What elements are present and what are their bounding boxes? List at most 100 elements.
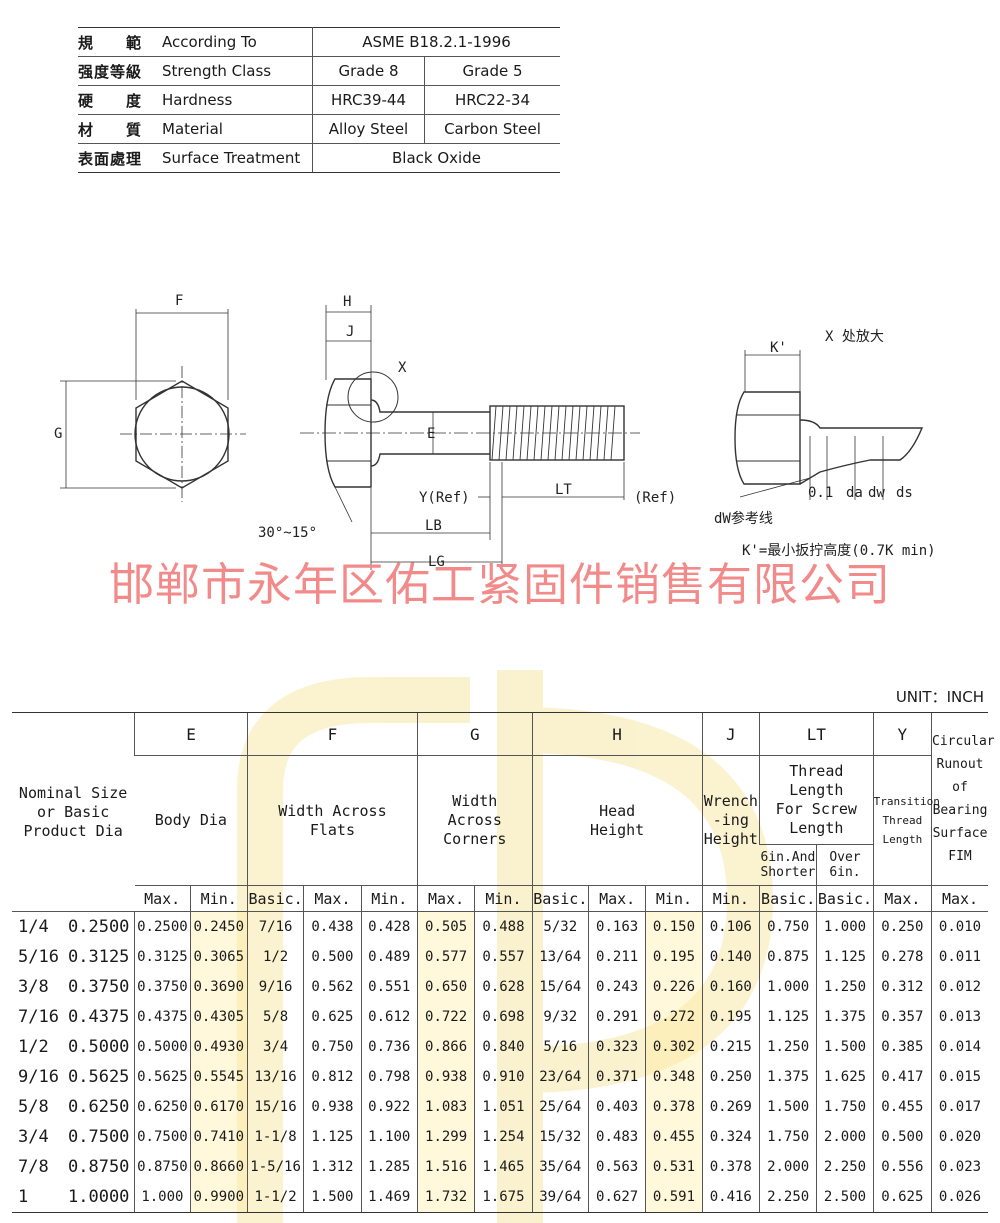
header-line: Length (882, 833, 923, 846)
spec-label-en: Surface Treatment (156, 143, 313, 173)
table-cell: 13/16 (246, 1062, 304, 1092)
header-line: Bearing (932, 803, 988, 818)
label-dw-reference: dW参考线 (714, 510, 773, 527)
header-line: Transition (873, 795, 940, 808)
spec-label-cn: 規 範 (78, 27, 156, 57)
header-line: Height (703, 830, 758, 848)
table-cell: 0.378 (645, 1092, 703, 1122)
nominal-decimal: 0.3125 (68, 947, 130, 967)
table-cell: 0.403 (587, 1092, 646, 1122)
label-h: H (343, 294, 351, 310)
spec-value: HRC39-44 (312, 85, 425, 115)
nominal-fraction: 7/16 (18, 1007, 59, 1027)
table-cell: 0.5625 (134, 1062, 191, 1092)
table-cell: 0.750 (758, 911, 817, 942)
header-line: Across (447, 811, 502, 829)
label-lt: LT (555, 482, 572, 498)
table-cell: 0.243 (587, 972, 646, 1002)
table-cell: 7/16 (246, 911, 304, 942)
table-cell: 1-5/16 (246, 1152, 304, 1182)
table-cell: 0.563 (587, 1152, 646, 1182)
table-cell: 0.417 (872, 1062, 932, 1092)
table-cell: 0.017 (931, 1092, 988, 1122)
unit-label: UNIT：INCH (895, 688, 984, 706)
nominal-fraction: 9/16 (18, 1067, 59, 1087)
dimension-table-head: Nominal Size or Basic Product Dia E F G … (12, 712, 995, 912)
table-cell: 0.023 (931, 1152, 988, 1182)
sub-header-cell: Basic. (758, 885, 817, 912)
table-cell: 1.625 (816, 1062, 874, 1092)
table-cell: 1.465 (474, 1152, 533, 1182)
table-cell: 3/4 (246, 1032, 304, 1062)
spec-label-cn: 硬 度 (78, 85, 156, 115)
table-cell: 0.291 (587, 1002, 646, 1032)
nominal-decimal: 0.6250 (68, 1097, 130, 1117)
header-line: Length (789, 781, 844, 799)
col-group-j-letter: J (701, 712, 760, 756)
header-line: Width (452, 792, 498, 810)
sub-header-cell: Min. (701, 885, 760, 912)
spec-value: Grade 5 (424, 56, 560, 86)
table-cell: 1.254 (474, 1122, 533, 1152)
table-cell: 0.5000 (134, 1032, 191, 1062)
table-cell: 2.500 (816, 1182, 874, 1213)
table-cell: 0.7410 (189, 1122, 248, 1152)
table-cell: 0.812 (303, 1062, 362, 1092)
table-cell: 0.489 (360, 942, 418, 972)
table-cell: 0.551 (360, 972, 418, 1002)
table-cell: 1-1/8 (246, 1122, 304, 1152)
table-cell: 0.531 (645, 1152, 703, 1182)
table-cell: 0.798 (360, 1062, 418, 1092)
table-cell: 0.612 (360, 1002, 418, 1032)
header-line: Circular (932, 734, 995, 749)
header-line: Thread (789, 762, 844, 780)
table-cell: 1.125 (303, 1122, 362, 1152)
label-j: J (346, 324, 354, 340)
table-cell: 0.698 (474, 1002, 533, 1032)
label-lb: LB (425, 518, 442, 534)
header-line: Runout (936, 757, 984, 772)
label-angle: 30°~15° (258, 525, 317, 541)
nominal-fraction: 5/16 (18, 947, 59, 967)
label-x: X (398, 360, 407, 376)
detail-title: X 处放大 (825, 329, 884, 345)
table-cell: 0.577 (416, 942, 475, 972)
nominal-decimal: 0.5000 (68, 1037, 130, 1057)
header-line: Width Across (278, 801, 387, 820)
sub-header-cell: Basic. (816, 885, 874, 912)
detail-x-circle (347, 371, 399, 423)
table-cell: 0.922 (360, 1092, 418, 1122)
table-cell: 1.250 (758, 1032, 817, 1062)
table-cell: 0.628 (474, 972, 533, 1002)
sub-header-cell: Basic. (246, 885, 304, 912)
header-line: Head (599, 801, 636, 820)
label-e: E (427, 426, 435, 442)
table-cell: 0.357 (872, 1002, 932, 1032)
header-line: 6in.And (760, 850, 816, 865)
table-cell: 0.557 (474, 942, 533, 972)
header-line: Over (829, 850, 861, 865)
table-cell: 1.125 (758, 1002, 817, 1032)
table-cell: 2.000 (758, 1152, 817, 1182)
nominal-fraction: 3/4 (18, 1127, 49, 1147)
table-cell: 0.195 (645, 942, 703, 972)
spec-value: Grade 8 (312, 56, 425, 86)
table-cell: 0.385 (872, 1032, 932, 1062)
nominal-decimal: 0.4375 (68, 1007, 130, 1027)
table-cell: 2.000 (816, 1122, 874, 1152)
table-cell: 0.562 (303, 972, 362, 1002)
table-cell: 1.083 (416, 1092, 475, 1122)
table-cell: 35/64 (531, 1152, 589, 1182)
table-cell: 0.500 (872, 1122, 932, 1152)
col-group-f-letter: F (246, 712, 418, 756)
table-cell: 1.500 (758, 1092, 817, 1122)
nominal-decimal: 0.2500 (68, 917, 130, 937)
spec-value: Black Oxide (312, 143, 560, 173)
